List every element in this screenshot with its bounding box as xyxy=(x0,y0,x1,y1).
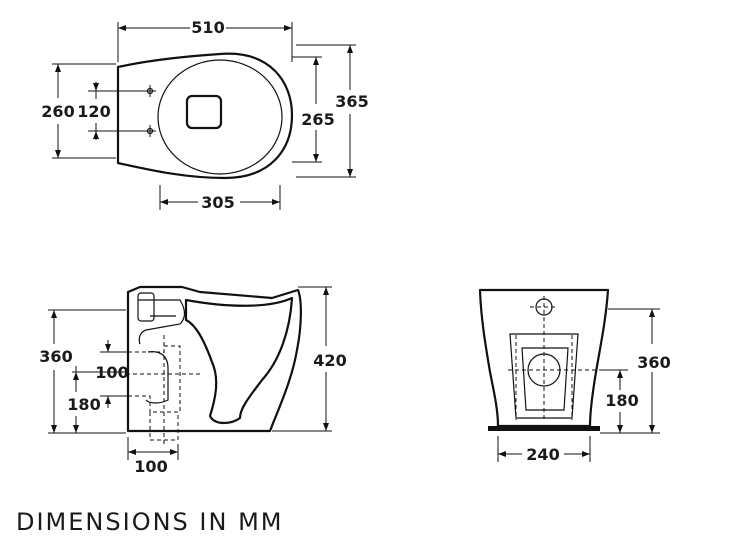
label-360-side: 360 xyxy=(39,347,72,366)
dim-365: 365 xyxy=(296,44,369,178)
dim-120: 120 xyxy=(77,82,144,140)
label-305: 305 xyxy=(201,193,234,212)
rear-view-base xyxy=(488,426,600,431)
label-260: 260 xyxy=(41,102,74,121)
dim-360-side: 360 xyxy=(39,309,126,434)
dim-510: 510 xyxy=(117,18,293,62)
rear-view-recess xyxy=(509,333,579,419)
label-120: 120 xyxy=(77,102,110,121)
top-view-flush-plate xyxy=(185,94,223,130)
dim-420: 420 xyxy=(272,286,347,432)
dim-360-rear: 360 xyxy=(600,308,671,434)
dim-305: 305 xyxy=(159,185,281,212)
label-360-rear: 360 xyxy=(637,353,670,372)
side-view-trapway xyxy=(138,299,186,345)
rear-view: 360 180 240 xyxy=(478,288,671,464)
top-view-outline xyxy=(116,52,294,180)
label-240: 240 xyxy=(526,445,559,464)
dim-180-side: 180 xyxy=(67,366,126,433)
top-view-seat xyxy=(157,59,283,175)
label-510: 510 xyxy=(191,18,224,37)
label-180-rear: 180 xyxy=(605,391,638,410)
label-100-bottom: 100 xyxy=(134,457,167,476)
top-view: 510 260 120 xyxy=(41,18,368,212)
dim-100-bottom: 100 xyxy=(127,437,179,476)
side-view-outlet xyxy=(126,335,200,445)
label-420: 420 xyxy=(313,351,346,370)
label-100-diameter: 100 xyxy=(95,363,128,382)
dimensions-caption: DIMENSIONS IN MM xyxy=(16,508,283,536)
side-view: 360 180 100 100 xyxy=(39,285,347,476)
top-view-fixing-holes xyxy=(144,85,156,137)
dim-100-diameter: 100 xyxy=(95,340,129,408)
label-265: 265 xyxy=(301,110,334,129)
dim-260: 260 xyxy=(41,63,116,159)
side-view-bowl xyxy=(184,296,294,425)
dim-265: 265 xyxy=(292,56,335,163)
side-view-outline xyxy=(126,285,302,433)
label-180-side: 180 xyxy=(67,395,100,414)
dim-180-rear: 180 xyxy=(600,369,639,433)
dim-240: 240 xyxy=(497,436,591,464)
label-365: 365 xyxy=(335,92,368,111)
